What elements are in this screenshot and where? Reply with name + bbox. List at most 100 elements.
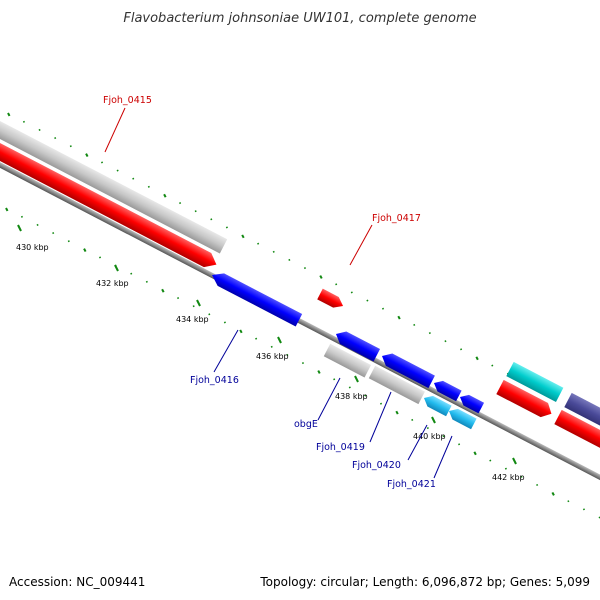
inner-tick-track bbox=[5, 207, 600, 519]
tick-dot bbox=[36, 223, 39, 226]
tick-dot bbox=[20, 215, 24, 218]
scale-label-442: 442 kbp bbox=[492, 473, 525, 482]
tick-dot bbox=[286, 353, 289, 356]
gene-label-fjoh-0417: Fjoh_0417 bbox=[372, 213, 421, 224]
tick-dot bbox=[67, 240, 70, 243]
tick-dot bbox=[116, 169, 119, 172]
scale-ticks bbox=[17, 224, 517, 465]
tick-dot bbox=[132, 177, 135, 180]
tick-dot bbox=[335, 283, 338, 286]
tick-dot bbox=[83, 248, 87, 253]
tick-dot bbox=[350, 291, 353, 294]
tick-dot bbox=[397, 315, 401, 320]
gene-label-fjoh-0415: Fjoh_0415 bbox=[103, 95, 152, 106]
tick-dot bbox=[428, 332, 431, 335]
gene-label-fjoh-0416: Fjoh_0416 bbox=[190, 375, 239, 386]
gene-feature-fjoh-0419 bbox=[368, 365, 425, 405]
tick-dot bbox=[257, 242, 260, 245]
tick-dot bbox=[145, 280, 148, 283]
tick-dot bbox=[473, 451, 477, 456]
scale-label-434: 434 kbp bbox=[176, 315, 209, 324]
label-leaders bbox=[104, 107, 453, 479]
tick-dot bbox=[317, 370, 321, 374]
scale-label-436: 436 kbp bbox=[256, 352, 289, 361]
tick-dot bbox=[413, 323, 416, 326]
gene-feature-blue-439 bbox=[382, 353, 435, 389]
gene-label-fjoh-0419: Fjoh_0419 bbox=[316, 442, 365, 453]
tick-dot bbox=[582, 508, 586, 511]
tick-dot bbox=[85, 153, 89, 158]
map-title: Flavobacterium johnsoniae UW101, complet… bbox=[123, 11, 476, 26]
scale-label-430: 430 kbp bbox=[16, 243, 49, 252]
tick-dot bbox=[333, 378, 336, 381]
tick-dot bbox=[69, 145, 72, 148]
tick-dot bbox=[489, 459, 492, 462]
tick-dot bbox=[319, 275, 323, 279]
tick-dot bbox=[239, 329, 243, 334]
gene-feature-fjoh-0421 bbox=[449, 408, 477, 430]
tick-dot bbox=[551, 491, 555, 496]
tick-dot bbox=[270, 345, 273, 348]
tick-dot bbox=[147, 185, 150, 188]
tick-dot bbox=[98, 256, 102, 259]
tick-dot bbox=[379, 402, 383, 405]
tick-dot bbox=[194, 210, 197, 213]
gene-feature-fjoh-0417 bbox=[317, 288, 344, 308]
gene-label-fjoh-0420: Fjoh_0420 bbox=[352, 460, 401, 471]
genome-backbone bbox=[0, 153, 600, 491]
tick-dot bbox=[272, 250, 275, 253]
tick-dot bbox=[364, 394, 367, 397]
tick-dot bbox=[177, 297, 180, 300]
gene-feature-fjoh-0416 bbox=[212, 273, 303, 327]
tick-dot bbox=[7, 112, 11, 117]
tick-dot bbox=[381, 307, 385, 310]
tick-dot bbox=[426, 427, 429, 430]
tick-dot bbox=[241, 234, 245, 239]
gene-feature-fjoh-0420 bbox=[424, 395, 452, 417]
tick-dot bbox=[504, 467, 507, 470]
tick-dot bbox=[567, 500, 570, 503]
tick-dot bbox=[22, 120, 26, 123]
scale-label-438: 438 kbp bbox=[335, 392, 368, 401]
tick-dot bbox=[303, 267, 307, 270]
gene-feature-blue-440b bbox=[460, 394, 485, 414]
gene-label-fjoh-0421: Fjoh_0421 bbox=[387, 479, 436, 490]
tick-dot bbox=[442, 435, 445, 438]
tick-dot bbox=[395, 410, 399, 415]
gene-feature-obge bbox=[323, 343, 372, 378]
tick-dot bbox=[491, 364, 494, 367]
scale-label-440: 440 kbp bbox=[413, 432, 446, 441]
gene-feature-purple bbox=[564, 392, 600, 435]
tick-dot bbox=[536, 483, 539, 487]
tick-dot bbox=[54, 137, 57, 140]
tick-dot bbox=[223, 321, 226, 324]
tick-dot bbox=[5, 207, 9, 212]
gene-feature-cyan bbox=[506, 361, 564, 402]
genome-summary-text: Topology: circular; Length: 6,096,872 bp… bbox=[259, 575, 590, 589]
scale-labels: 430 kbp 432 kbp 434 kbp 436 kbp 438 kbp … bbox=[16, 243, 525, 482]
tick-dot bbox=[348, 386, 351, 389]
gene-feature-fjoh-0415 bbox=[0, 131, 217, 268]
tick-dot bbox=[192, 305, 195, 308]
tick-dot bbox=[458, 443, 461, 446]
tick-dot bbox=[210, 218, 213, 221]
tick-dot bbox=[100, 161, 104, 164]
tick-dot bbox=[208, 313, 211, 316]
gene-feature-blue-438 bbox=[336, 331, 381, 362]
tick-dot bbox=[225, 226, 228, 229]
tick-dot bbox=[52, 232, 55, 235]
tick-dot bbox=[520, 475, 523, 478]
tick-dot bbox=[288, 258, 291, 261]
tick-dot bbox=[411, 418, 414, 421]
tick-dot bbox=[460, 348, 463, 351]
tick-dot bbox=[161, 288, 165, 293]
tick-dot bbox=[475, 356, 479, 361]
gene-labels: Fjoh_0415 Fjoh_0417 Fjoh_0416 obgE Fjoh_… bbox=[103, 95, 436, 490]
tick-dot bbox=[163, 193, 167, 198]
tick-dot bbox=[255, 337, 258, 340]
gene-label-obge: obgE bbox=[294, 419, 318, 430]
scale-label-432: 432 kbp bbox=[96, 279, 129, 288]
gene-feature-grey-forward bbox=[0, 109, 228, 254]
gene-feature-red-442 bbox=[496, 379, 552, 418]
